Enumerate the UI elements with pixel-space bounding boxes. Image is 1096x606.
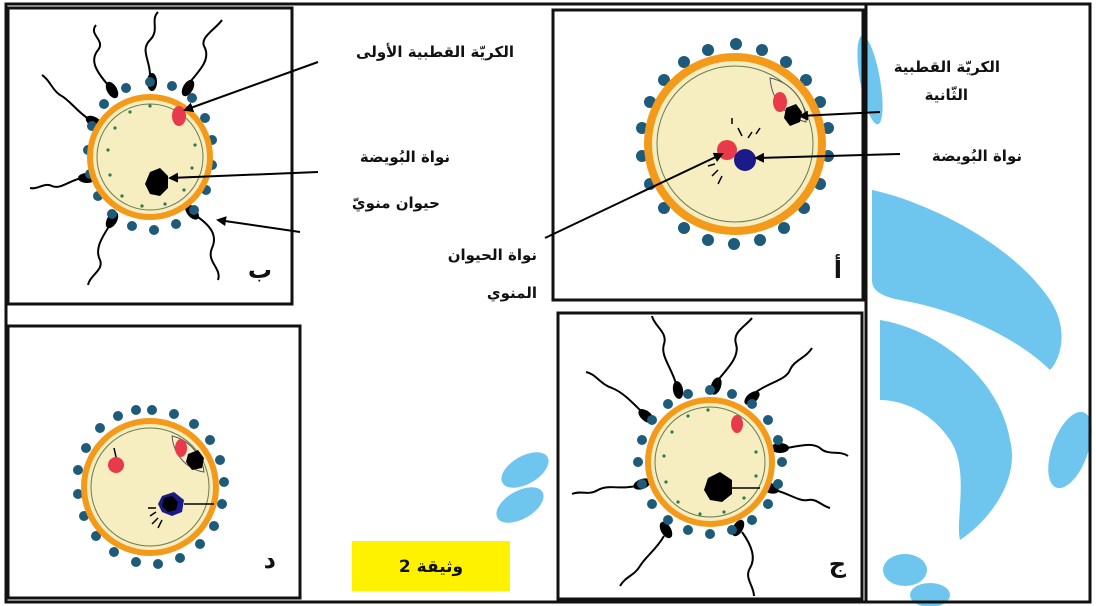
arrows-a	[544, 110, 901, 239]
panel-d: د	[73, 405, 276, 574]
polar-body-dark-d	[186, 450, 204, 470]
sperm-nucleus-d	[108, 457, 124, 473]
label-sperm-nucleus-1: نواة الحيوان	[448, 246, 537, 264]
document-label: وثيقة 2	[352, 541, 510, 591]
egg-nucleus-dark-d	[162, 496, 178, 512]
panel-a: أ	[636, 38, 842, 284]
label-sperm-nucleus-2: المنوي	[487, 284, 537, 303]
panel-letter-d: د	[264, 546, 276, 574]
label-sperm-b: حيوان منويّ	[352, 194, 440, 213]
outer-frame	[4, 2, 1092, 604]
sperm-tails-b	[29, 11, 223, 286]
panel-letter-a: أ	[834, 254, 842, 284]
label-first-polar-body: الكريّة القطبية الأولى	[356, 43, 514, 61]
sperm-tails-c	[571, 315, 849, 597]
aster-a	[707, 118, 761, 185]
aster-d	[148, 507, 163, 529]
membrane-b	[96, 103, 204, 211]
label-egg-nucleus-a: نواة البُويضة	[932, 147, 1022, 165]
polar-body-dark-a	[784, 104, 802, 126]
zona-d	[81, 418, 219, 556]
watermark	[496, 35, 1092, 606]
egg-nucleus-b	[145, 168, 168, 196]
panel-letter-c: ج	[829, 550, 847, 578]
second-polar-body-a	[773, 92, 787, 112]
cortical-granules-b	[106, 104, 197, 208]
arrows-b	[168, 61, 319, 233]
zona-b	[87, 94, 213, 220]
egg-nucleus-a	[734, 149, 756, 171]
label-egg-nucleus-b: نواة البُويضة	[360, 148, 450, 166]
panel-letter-b: ب	[248, 256, 272, 284]
panel-b: ب	[29, 11, 272, 286]
membrane-d	[90, 427, 210, 547]
membrane-a	[656, 65, 814, 223]
cortical-granules-c	[662, 408, 758, 516]
document-label-text: وثيقة 2	[399, 557, 463, 577]
sperm-nucleus-tick-d	[113, 447, 117, 458]
label-second-polar-body-1: الكريّة القطبية	[894, 58, 1000, 76]
sperm-nucleus-a	[717, 140, 737, 160]
panel-c: ج	[571, 315, 849, 597]
polar-body-c	[731, 415, 743, 433]
label-second-polar-body-2: الثّانية	[925, 86, 968, 104]
egg-nucleus-c	[704, 472, 732, 502]
follicle-cells-d	[73, 405, 229, 569]
first-polar-body-b	[172, 106, 186, 126]
follicle-cells-c	[633, 385, 787, 539]
zona-c	[645, 397, 775, 527]
polar-body-d	[175, 439, 187, 457]
membrane-c	[654, 406, 766, 518]
